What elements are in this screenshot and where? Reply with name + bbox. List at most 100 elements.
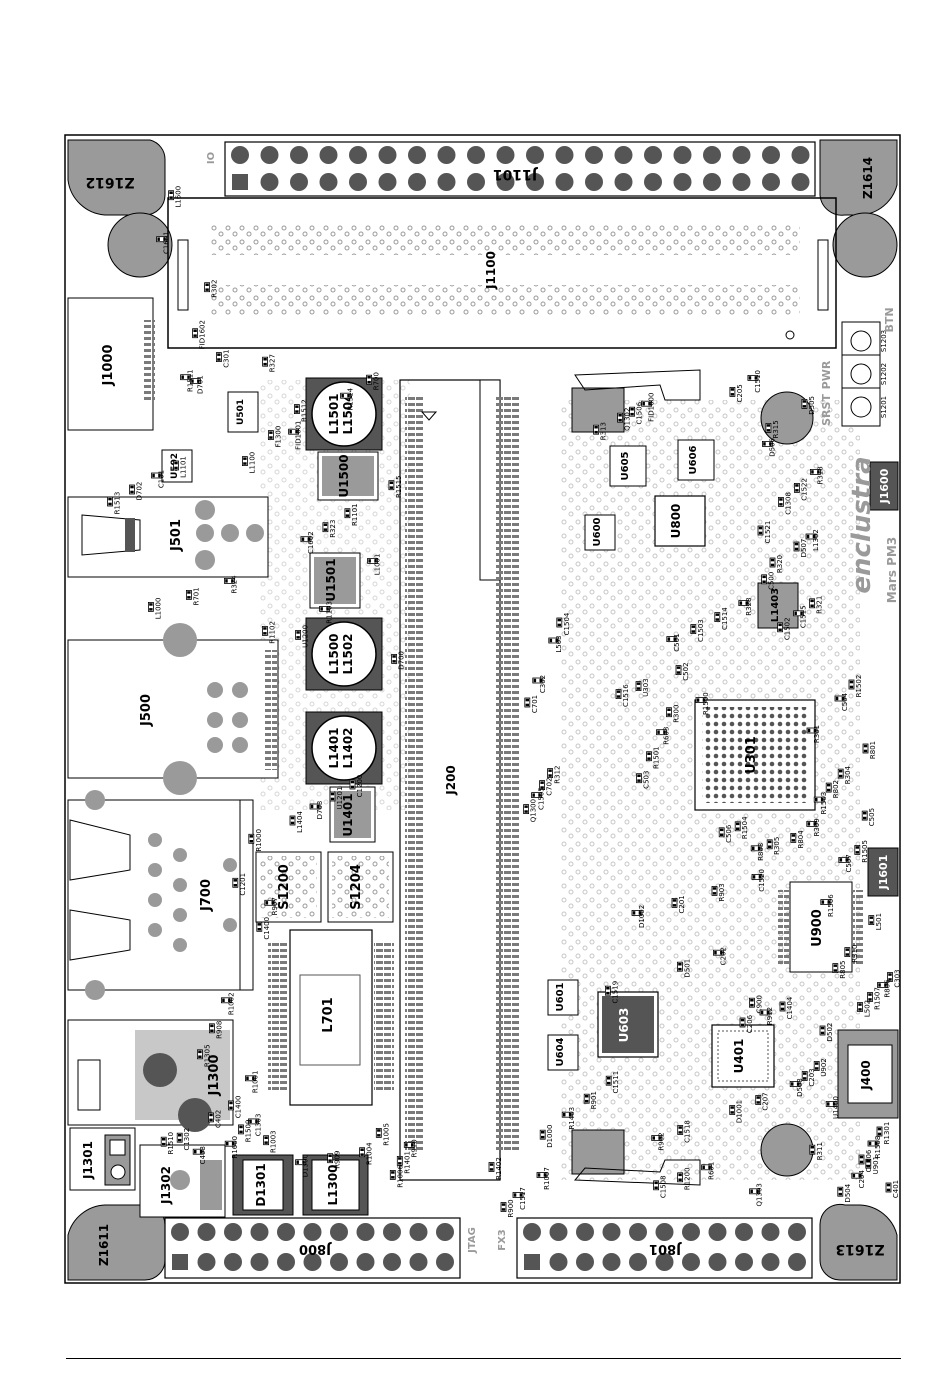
pin	[303, 1253, 322, 1271]
svg-text:S1203: S1203	[880, 330, 888, 352]
pin	[788, 1223, 806, 1241]
ref-label: L501	[875, 913, 883, 930]
header-j1101: J1101 IO	[206, 141, 816, 197]
component-c403: C403	[192, 1146, 207, 1164]
component-d502: D502	[819, 1023, 834, 1041]
connector-j700: J700	[67, 790, 254, 1000]
ref-label: C504	[841, 692, 849, 711]
ref-label: R320	[776, 555, 784, 573]
component-r1004: R1004	[359, 1142, 374, 1165]
btn-tag: BTN	[883, 307, 896, 332]
j1000-label: J1000	[101, 344, 116, 386]
component-d701: D701	[189, 375, 204, 394]
component-r1600: R1600	[224, 1136, 239, 1159]
component-r1103: R1103	[319, 601, 334, 624]
component-r801: R801	[862, 741, 877, 759]
ref-label: D1002	[638, 905, 646, 928]
ic-u604: U604	[547, 1034, 579, 1071]
j500-label: J500	[139, 694, 154, 727]
ref-label: R1001	[251, 1070, 259, 1093]
ref-label: C1508	[660, 1175, 668, 1198]
ref-label: R1600	[231, 1136, 239, 1159]
svg-text:L1402: L1402	[341, 727, 355, 768]
io-tag: IO	[206, 152, 217, 164]
pin	[383, 1253, 401, 1271]
component-c501: C501	[666, 633, 681, 652]
pin	[224, 1223, 242, 1241]
pad-clip-top	[571, 387, 625, 433]
component-c1201: C1201	[232, 873, 247, 896]
ref-label: R801	[869, 741, 877, 759]
component-r315: R315	[765, 420, 780, 439]
pin	[791, 173, 810, 191]
component-r1501: R1501	[646, 746, 661, 769]
pin	[708, 1223, 727, 1241]
ref-label: R1504	[741, 816, 749, 839]
ic-u1401: U1401	[329, 786, 376, 843]
pin	[682, 1223, 700, 1241]
component-c1519: C1519	[605, 981, 619, 1004]
component-f1300: F1300	[267, 426, 282, 448]
inductor-l1500: L1500 L1502	[305, 617, 383, 691]
component-r601: R601	[701, 1162, 716, 1180]
ref-label: R1403	[568, 1107, 576, 1130]
ref-label: R804	[797, 830, 805, 849]
component-l503: L503	[548, 635, 563, 653]
round-pad-4	[760, 1123, 814, 1177]
ref-label: D505	[808, 396, 816, 415]
component-c1511: C1511	[605, 1071, 620, 1094]
component-r328: R328	[738, 597, 753, 616]
ref-label: R1102	[268, 621, 276, 644]
ref-label: C506	[725, 824, 733, 843]
pin	[585, 146, 603, 164]
pin	[303, 1223, 322, 1241]
ref-label: U902	[820, 1058, 828, 1076]
ic-u600: U600	[584, 514, 616, 551]
ref-label: D1001	[736, 1100, 744, 1123]
small-components: C1601L1100L1101FID1601R1101R1102R1103C12…	[107, 186, 902, 1218]
svg-text:L1501: L1501	[327, 393, 341, 434]
ref-label: R315	[772, 420, 780, 438]
component-r903: R903	[711, 883, 726, 902]
ic-u1501: U1501	[309, 552, 361, 609]
component-c1521: C1521	[757, 521, 772, 543]
pin	[708, 1253, 727, 1271]
component-c201: C201	[671, 895, 686, 914]
ic-u800: U800	[654, 495, 706, 547]
connector-j1302: J1302	[139, 1144, 226, 1218]
component-r1301: R1301	[876, 1122, 891, 1144]
pin	[762, 173, 780, 191]
ref-label: R1505	[861, 840, 869, 863]
ref-label: C702	[546, 777, 554, 795]
component-r309: R309	[806, 818, 821, 837]
ref-label: C1510	[754, 370, 762, 393]
component-r1401: R1401	[396, 1151, 411, 1174]
j200-label: J200	[444, 765, 458, 796]
svg-text:U606: U606	[688, 445, 699, 474]
pin	[467, 146, 485, 164]
component-r1512: R1512	[293, 399, 308, 422]
component-l502: L502	[857, 1000, 872, 1017]
j1302-label: J1302	[159, 1166, 173, 1205]
pin	[408, 146, 426, 164]
ref-label: C206	[746, 1014, 754, 1033]
pin	[409, 1253, 428, 1271]
ref-label: C204	[858, 1170, 866, 1189]
pin	[576, 1223, 594, 1241]
ref-label: C1601	[163, 231, 171, 254]
component-c302: C302	[532, 675, 547, 693]
component-d1000: D1000	[539, 1125, 554, 1148]
pin	[496, 146, 515, 164]
svg-text:S1200: S1200	[277, 864, 292, 910]
component-c301: C301	[215, 349, 230, 368]
ref-label: C201	[678, 895, 686, 913]
svg-text:U1500: U1500	[337, 454, 351, 497]
component-c1504: C1504	[556, 612, 571, 635]
inductor-l1401: L1401 L1402	[305, 711, 383, 785]
pin	[260, 173, 279, 191]
pin	[526, 173, 544, 191]
component-r1402: R1402	[488, 1157, 503, 1180]
component-r324: R324	[223, 575, 238, 594]
ref-label: R312	[554, 765, 562, 783]
